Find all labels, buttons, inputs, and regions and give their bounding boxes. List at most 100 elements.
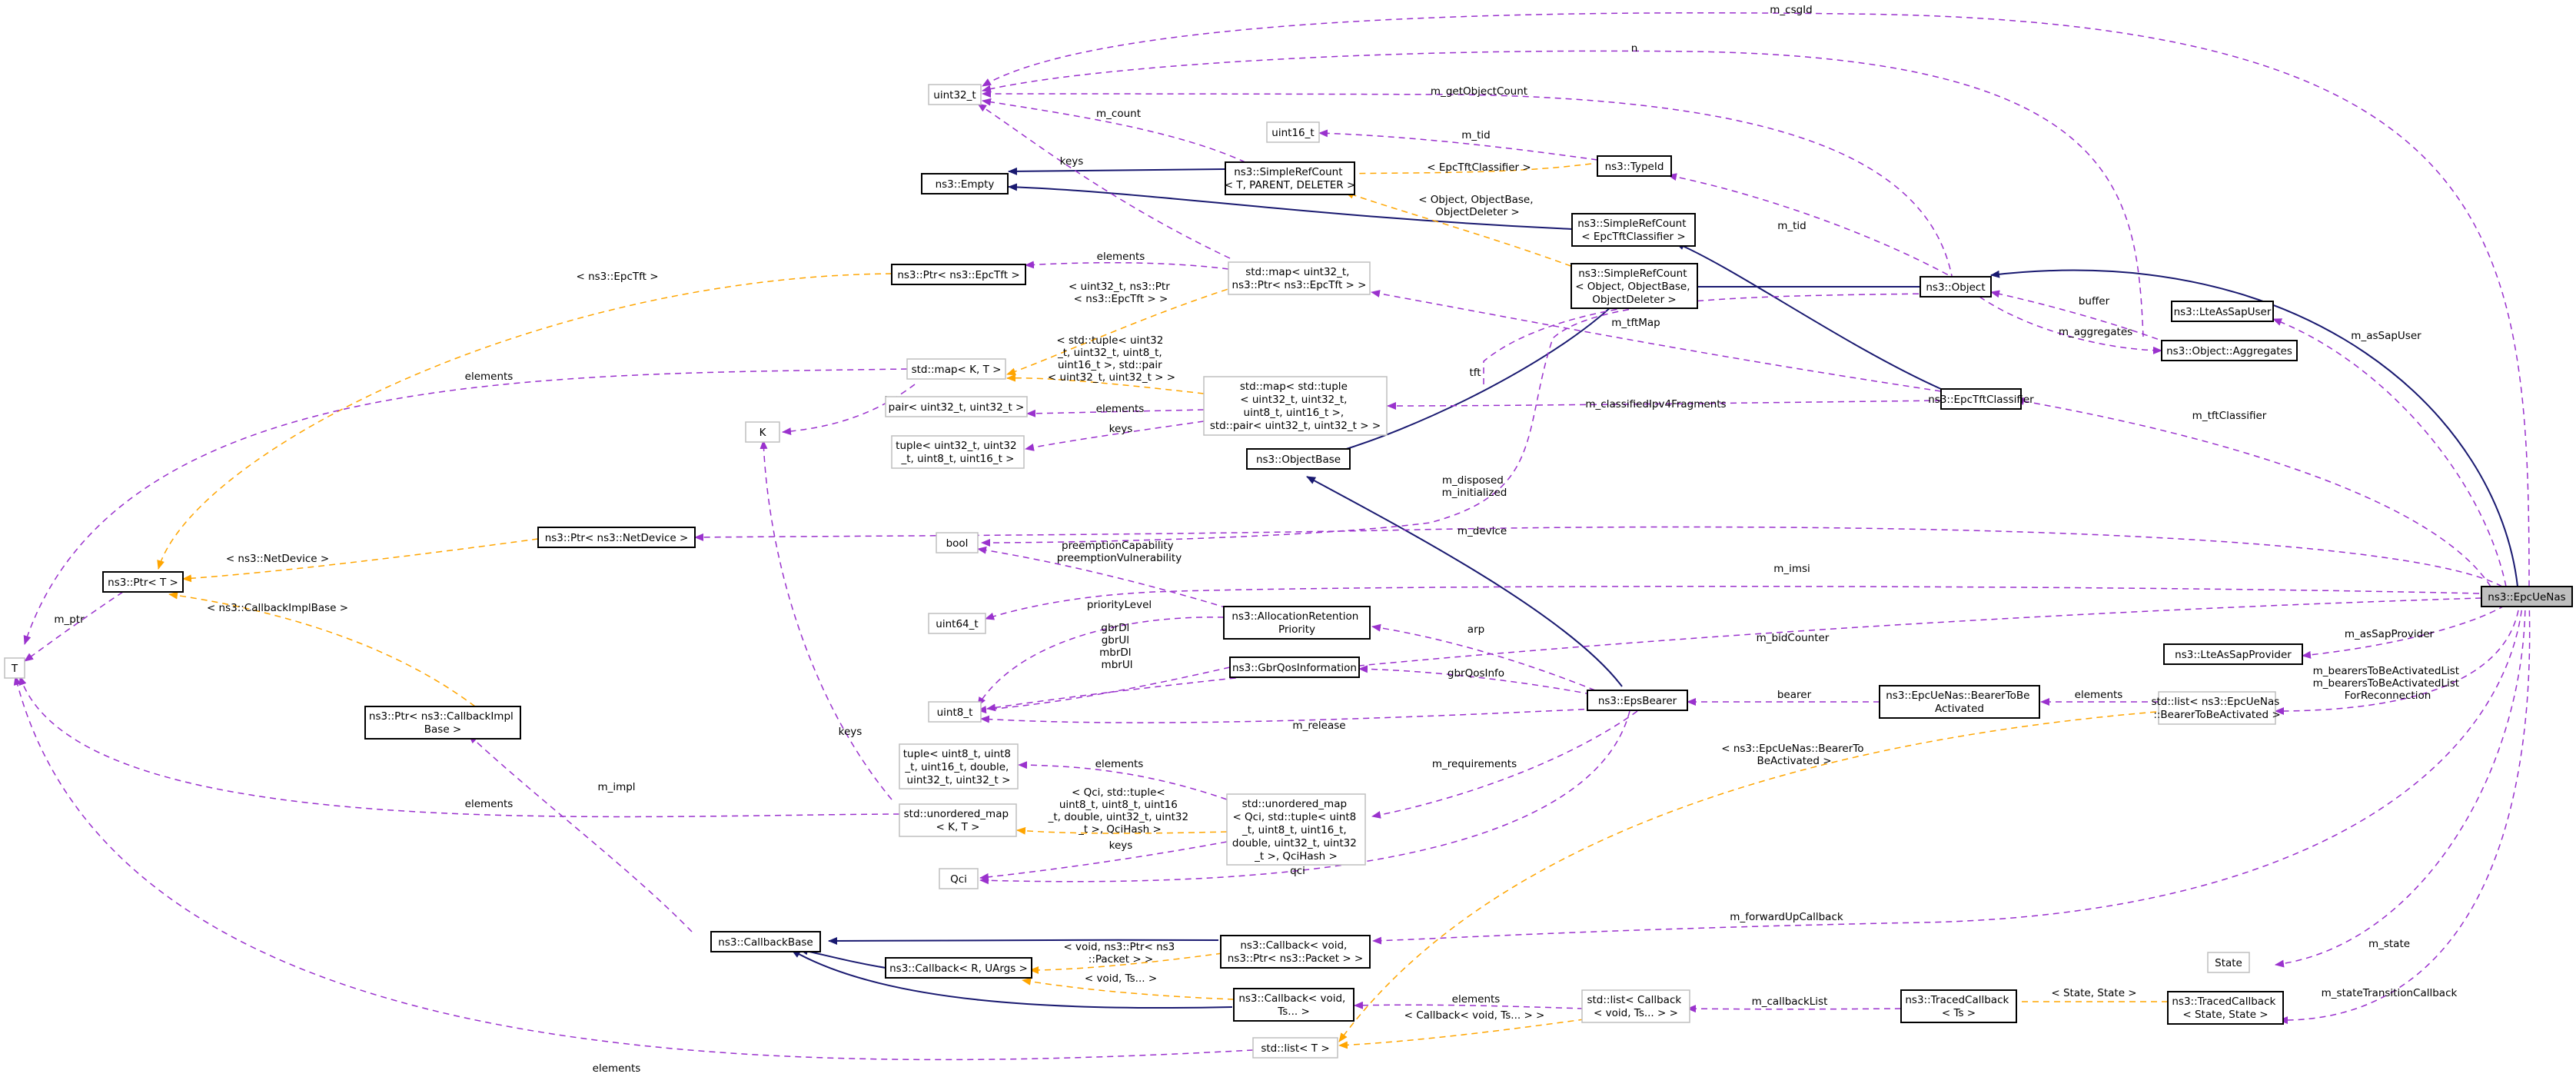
edge-label: m_tid — [1461, 129, 1491, 141]
node-callback-void-packet[interactable]: ns3::Callback< void, ns3::Ptr< ns3::Pack… — [1220, 935, 1371, 969]
node-list-bearertobeactivated[interactable]: std::list< ns3::EpcUeNas ::BearerToBeAct… — [2151, 691, 2282, 725]
svg-text:std::list< T >: std::list< T > — [1261, 1042, 1329, 1055]
edge-label: < void, ns3::Ptr< ns3 ::Packet > > — [1063, 941, 1178, 966]
node-lteassapprovider[interactable]: ns3::LteAsSapProvider — [2163, 643, 2303, 665]
edge-label: elements — [1452, 993, 1501, 1006]
node-ns3-typeid[interactable]: ns3::TypeId — [1597, 155, 1672, 177]
edges — [13, 12, 2531, 1061]
node-map-tuple-pair[interactable]: std::map< std::tuple < uint32_t, uint32_… — [1203, 376, 1388, 436]
node-map-k-t[interactable]: std::map< K, T > — [906, 358, 1006, 380]
node-ns3-object[interactable]: ns3::Object — [1920, 276, 1992, 298]
edge-tmpl-tftclass — [1345, 163, 1592, 178]
edge-tftmap — [1371, 290, 1942, 392]
node-pair-uint32[interactable]: pair< uint32_t, uint32_t > — [885, 396, 1028, 417]
svg-text:uint16_t: uint16_t — [1271, 127, 1314, 139]
node-ns3-empty[interactable]: ns3::Empty — [921, 173, 1009, 194]
node-simplerefcount-object[interactable]: ns3::SimpleRefCount < Object, ObjectBase… — [1571, 263, 1698, 309]
edge-label: elements — [2075, 689, 2123, 701]
edge-inherit-cbvoidts-cbbase — [791, 949, 1233, 1009]
node-t[interactable]: T — [4, 657, 25, 679]
edge-label: m_ptr — [54, 613, 85, 626]
node-gbrqosinformation[interactable]: ns3::GbrQosInformation — [1229, 657, 1360, 678]
node-unordered-map-qci[interactable]: std::unordered_map < Qci, std::tuple< ui… — [1226, 793, 1366, 866]
edge-label: < ns3::EpcTft > — [576, 271, 658, 283]
node-unordered-map-k-t[interactable]: std::unordered_map < K, T > — [899, 803, 1017, 837]
edge-tmpl-epctft — [157, 273, 892, 570]
edge-tft — [1483, 299, 1669, 384]
svg-text:ns3::SimpleRefCount <: ns3::SimpleRefCount < Object, ObjectBase… — [1575, 268, 1694, 306]
svg-text:ns3::EpsBearer: ns3::EpsBearer — [1598, 695, 1677, 707]
node-tuple-uint8-double[interactable]: tuple< uint8_t, uint8 _t, uint16_t, doub… — [899, 743, 1019, 789]
edge-ptr — [24, 591, 124, 662]
node-uint16-t[interactable]: uint16_t — [1266, 121, 1320, 143]
edge-label: elements — [593, 1062, 641, 1075]
svg-text:std::list< Callback <: std::list< Callback < void, Ts... > > — [1587, 994, 1684, 1019]
node-callback-void-ts[interactable]: ns3::Callback< void, Ts... > — [1233, 988, 1354, 1022]
edge-label: < std::tuple< uint32 _t, uint32_t, uint8… — [1048, 334, 1175, 384]
node-uint8-t[interactable]: uint8_t — [928, 701, 982, 723]
node-ns3-callbackbase[interactable]: ns3::CallbackBase — [710, 931, 821, 952]
edge-inherit-srctft-empty — [1008, 183, 1573, 230]
node-qci[interactable]: Qci — [939, 868, 979, 889]
edge-tmpl-umap — [1016, 826, 1228, 835]
node-ptr-epctft[interactable]: ns3::Ptr< ns3::EpcTft > — [891, 264, 1026, 285]
edge-keys-top — [977, 103, 1231, 259]
node-tuple-uint32-uint8-uint16[interactable]: tuple< uint32_t, uint32 _t, uint8_t, uin… — [891, 435, 1025, 469]
node-ns3-epcuenas[interactable]: ns3::EpcUeNas — [2481, 586, 2573, 607]
node-list-t[interactable]: std::list< T > — [1252, 1037, 1338, 1059]
svg-text:ns3::Ptr< ns3::CallbackImpl: ns3::Ptr< ns3::CallbackImpl Base > — [369, 710, 517, 736]
edge-label: m_csgId — [1770, 4, 1812, 16]
svg-text:pair< uint32_t, uint32_t >: pair< uint32_t, uint32_t > — [889, 401, 1025, 414]
node-simplerefcount-t[interactable]: ns3::SimpleRefCount < T, PARENT, DELETER… — [1225, 161, 1356, 195]
edge-tmpl-objbase — [1345, 191, 1592, 274]
edge-tmpl-netdev — [182, 538, 539, 583]
edge-inherit-cbvoidpkt-cbbase — [828, 936, 1219, 945]
edge-statetrans — [2279, 599, 2531, 1025]
node-ptr-t[interactable]: ns3::Ptr< T > — [102, 571, 184, 593]
node-lteassapuser[interactable]: ns3::LteAsSapUser — [2171, 301, 2274, 322]
svg-text:std::unordered_map < Q: std::unordered_map < Qci, std::tuple< ui… — [1232, 798, 1360, 863]
svg-text:std::map< uint32_t, ns: std::map< uint32_t, ns3::Ptr< ns3::EpcTf… — [1232, 266, 1367, 291]
svg-text:Qci: Qci — [950, 873, 967, 886]
edge-keys-qci — [979, 841, 1228, 881]
node-list-callback[interactable]: std::list< Callback < void, Ts... > > — [1581, 989, 1690, 1023]
svg-text:ns3::Callback< void, T: ns3::Callback< void, Ts... > — [1238, 992, 1348, 1018]
edge-label: keys — [1060, 155, 1084, 168]
edge-label: qci — [1290, 865, 1305, 877]
node-ptr-netdevice[interactable]: ns3::Ptr< ns3::NetDevice > — [537, 527, 696, 548]
node-state[interactable]: State — [2207, 952, 2250, 973]
node-map-uint32-epctft[interactable]: std::map< uint32_t, ns3::Ptr< ns3::EpcTf… — [1228, 261, 1371, 295]
svg-text:ns3::SimpleRefCount <: ns3::SimpleRefCount < T, PARENT, DELETER… — [1225, 166, 1356, 191]
node-simplerefcount-tftclassifier[interactable]: ns3::SimpleRefCount < EpcTftClassifier > — [1571, 213, 1696, 247]
edge-labels: m_csgId n m_getObjectCount m_count m_tid… — [54, 4, 2463, 1075]
edge-elements-tuple6 — [1018, 761, 1228, 800]
edge-buffer — [1990, 290, 2169, 344]
edge-label: m_bearersToBeActivatedList m_bearersToBe… — [2313, 665, 2463, 702]
node-uint64-t[interactable]: uint64_t — [928, 613, 986, 634]
node-tracedcallback-state[interactable]: ns3::TracedCallback < State, State > — [2167, 991, 2284, 1025]
node-bearertobeactivated[interactable]: ns3::EpcUeNas::BearerToBe Activated — [1879, 685, 2040, 719]
edge-label: m_asSapUser — [2351, 330, 2421, 342]
node-tracedcallback-ts[interactable]: ns3::TracedCallback < Ts > — [1900, 989, 2017, 1023]
node-uint32-t[interactable]: uint32_t — [928, 84, 982, 105]
node-callback-r-uargs[interactable]: ns3::Callback< R, UArgs > — [885, 957, 1032, 979]
edge-inherit-tftclass-srctft — [1675, 242, 1942, 390]
edge-elements-ptrtft — [1025, 261, 1229, 270]
svg-text:ns3::TypeId: ns3::TypeId — [1605, 161, 1664, 173]
node-ns3-epsbearer[interactable]: ns3::EpsBearer — [1587, 690, 1688, 711]
node-ptr-callbackimplbase[interactable]: ns3::Ptr< ns3::CallbackImpl Base > — [364, 706, 521, 740]
node-object-aggregates[interactable]: ns3::Object::Aggregates — [2161, 340, 2298, 361]
nodes: uint32_t uint16_t ns3::Empty ns3::Simple… — [4, 84, 2573, 1059]
svg-text:uint64_t: uint64_t — [936, 618, 978, 630]
svg-text:K: K — [760, 427, 767, 439]
edge-label: m_imsi — [1773, 563, 1810, 575]
node-bool[interactable]: bool — [936, 532, 979, 553]
edge-label: m_device — [1458, 525, 1507, 537]
node-allocationretentionpriority[interactable]: ns3::AllocationRetention Priority — [1223, 606, 1371, 640]
edge-label: m_tftClassifier — [2192, 410, 2267, 422]
node-ns3-objectbase[interactable]: ns3::ObjectBase — [1246, 448, 1351, 470]
edge-label: m_state — [2368, 938, 2410, 950]
node-k[interactable]: K — [745, 421, 780, 443]
node-ns3-epctftclassifier[interactable]: ns3::EpcTftClassifier — [1928, 388, 2034, 410]
